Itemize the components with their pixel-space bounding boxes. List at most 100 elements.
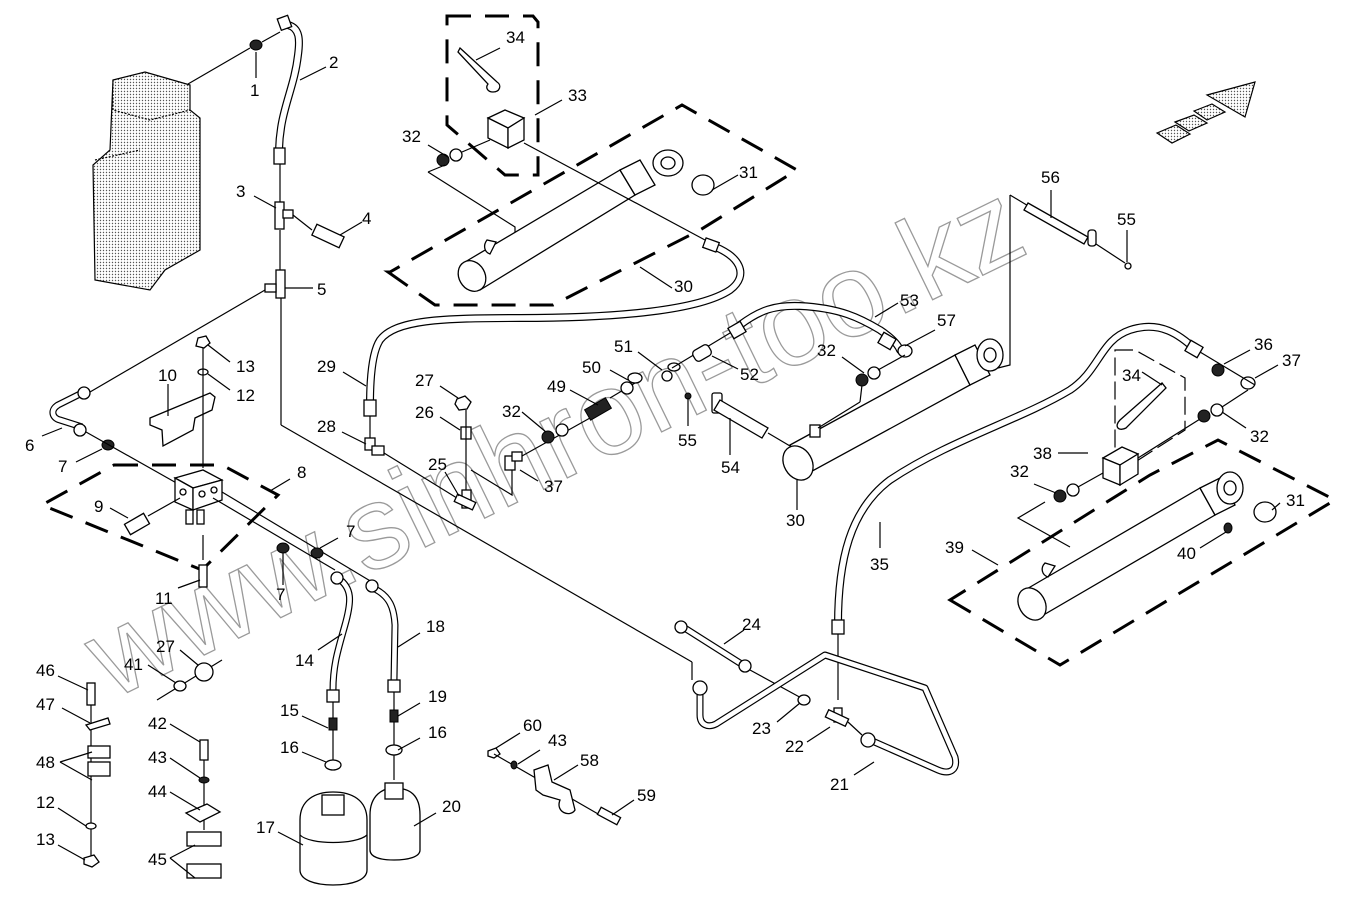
fitting-32 [1197,409,1211,423]
callout-9[interactable]: 9 [94,497,103,516]
callout-20[interactable]: 20 [442,797,461,816]
callout-18[interactable]: 18 [426,617,445,636]
callout-52[interactable]: 52 [740,365,759,384]
callout-44[interactable]: 44 [148,782,167,801]
hose-35 [831,322,1204,635]
callout-43[interactable]: 43 [148,748,167,767]
callout-47[interactable]: 47 [36,695,55,714]
callout-55[interactable]: 55 [678,431,697,450]
pipe-18 [365,579,401,693]
callout-11[interactable]: 11 [155,589,173,608]
plate-44 [184,803,222,823]
callout-49[interactable]: 49 [547,377,566,396]
callout-27[interactable]: 27 [156,637,175,656]
callout-17[interactable]: 17 [256,818,275,837]
callout-31[interactable]: 31 [1286,491,1305,510]
callout-33[interactable]: 33 [568,86,587,105]
callout-40[interactable]: 40 [1177,544,1196,563]
callout-36[interactable]: 36 [1254,335,1273,354]
nut-27 [454,395,472,411]
callout-37[interactable]: 37 [544,477,563,496]
callout-26[interactable]: 26 [415,403,434,422]
callout-29[interactable]: 29 [317,357,336,376]
tee-fitting-22 [824,707,850,728]
callout-32[interactable]: 32 [1010,462,1029,481]
callout-59[interactable]: 59 [637,786,656,805]
pipe-14 [326,571,354,703]
callout-51[interactable]: 51 [614,337,633,356]
callout-45[interactable]: 45 [148,850,167,869]
nut-16 [385,744,403,756]
callout-32[interactable]: 32 [817,341,836,360]
pin-56 [1023,202,1097,247]
callout-37[interactable]: 37 [1282,351,1301,370]
callout-46[interactable]: 46 [36,661,55,680]
clamp-45 [186,831,222,879]
callout-27[interactable]: 27 [415,371,434,390]
bracket-10 [149,392,216,448]
callout-55[interactable]: 55 [1117,210,1136,229]
callout-23[interactable]: 23 [752,719,771,738]
callout-30[interactable]: 30 [674,277,693,296]
callout-13[interactable]: 13 [36,830,55,849]
callout-7[interactable]: 7 [58,457,67,476]
callout-21[interactable]: 21 [830,775,849,794]
callout-53[interactable]: 53 [900,291,919,310]
callout-10[interactable]: 10 [158,366,177,385]
callout-3[interactable]: 3 [236,182,245,201]
callout-60[interactable]: 60 [523,716,542,735]
callout-7[interactable]: 7 [276,585,285,604]
callout-48[interactable]: 48 [36,753,55,772]
callout-56[interactable]: 56 [1041,168,1060,187]
callout-39[interactable]: 39 [945,538,964,557]
callout-54[interactable]: 54 [721,458,740,477]
callout-34[interactable]: 34 [1122,366,1141,385]
callout-41[interactable]: 41 [124,655,143,674]
valve-33 [486,109,526,150]
callout-1[interactable]: 1 [250,81,259,100]
callout-22[interactable]: 22 [785,737,804,756]
callout-57[interactable]: 57 [937,311,956,330]
callout-2[interactable]: 2 [329,53,338,72]
fitting-32 [436,139,491,167]
callout-13[interactable]: 13 [236,357,255,376]
callout-43[interactable]: 43 [548,731,567,750]
callout-32[interactable]: 32 [402,127,421,146]
callout-16[interactable]: 16 [280,738,299,757]
cylinder-39 [1017,471,1244,621]
fitting-23 [797,694,811,706]
quick-coupling-4 [292,214,345,249]
callout-12[interactable]: 12 [36,793,55,812]
callout-25[interactable]: 25 [428,455,447,474]
callout-58[interactable]: 58 [580,751,599,770]
callout-8[interactable]: 8 [297,463,306,482]
callout-24[interactable]: 24 [742,615,761,634]
hose-30-feed [363,237,745,417]
callout-12[interactable]: 12 [236,386,255,405]
callout-35[interactable]: 35 [870,555,889,574]
callout-30[interactable]: 30 [786,511,805,530]
tee-fitting-3 [274,201,294,230]
callout-6[interactable]: 6 [25,436,34,455]
callout-34[interactable]: 34 [506,28,525,47]
callout-38[interactable]: 38 [1033,444,1052,463]
callout-7[interactable]: 7 [346,522,355,541]
callout-15[interactable]: 15 [280,701,299,720]
accumulator-17 [299,791,368,886]
callout-32[interactable]: 32 [502,402,521,421]
callout-4[interactable]: 4 [362,209,371,228]
fitting-36 [1211,363,1225,377]
callout-50[interactable]: 50 [582,358,601,377]
tee-fitting-25 [453,489,477,511]
callout-28[interactable]: 28 [317,417,336,436]
callout-42[interactable]: 42 [148,714,167,733]
callout-31[interactable]: 31 [739,163,758,182]
callout-5[interactable]: 5 [317,280,326,299]
nut-13 [83,854,100,868]
callout-19[interactable]: 19 [428,687,447,706]
callout-16[interactable]: 16 [428,723,447,742]
elbow-28 [364,437,385,456]
callout-14[interactable]: 14 [295,651,314,670]
callout-32[interactable]: 32 [1250,427,1269,446]
